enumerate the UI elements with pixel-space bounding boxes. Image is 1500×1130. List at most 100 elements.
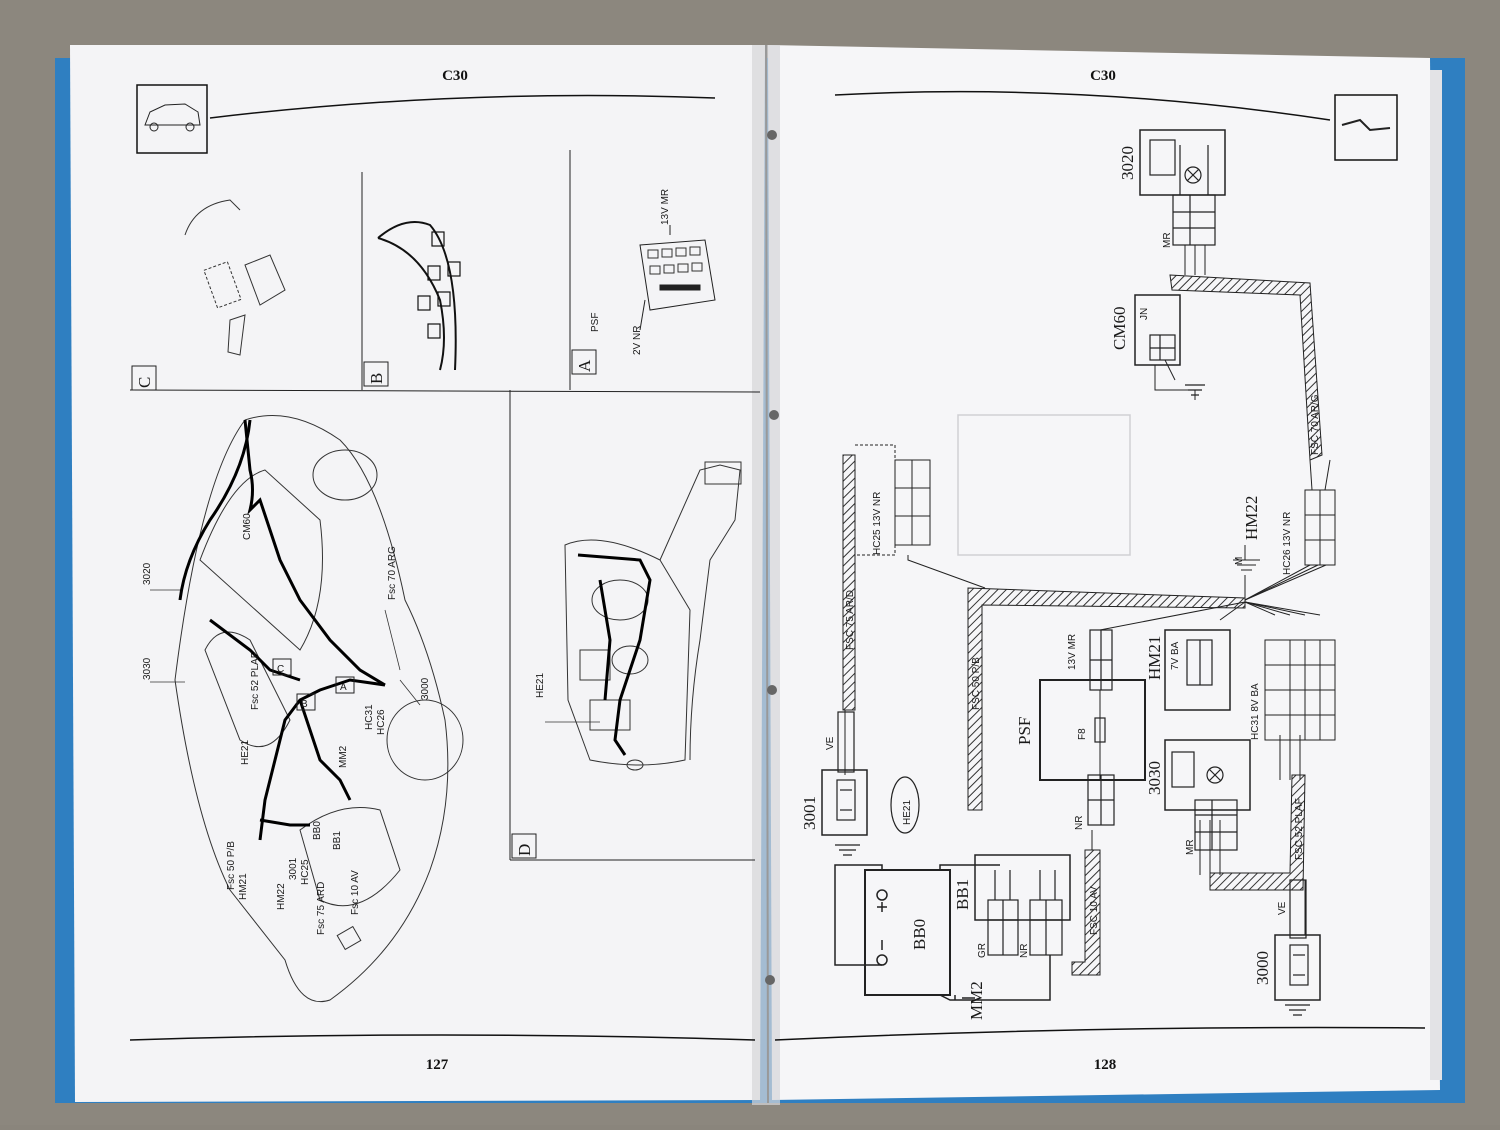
wire-color: M xyxy=(1234,557,1245,565)
component-3001 xyxy=(821,711,868,856)
component-3030 xyxy=(1164,739,1251,851)
wire-color: VE xyxy=(825,736,836,750)
connector-hc31 xyxy=(1264,639,1336,741)
connector-thumbnail-frame xyxy=(1334,94,1398,161)
fuse-label: F8 xyxy=(1077,728,1088,740)
inset-d-label: HE21 xyxy=(535,673,546,698)
car-label: MM2 xyxy=(338,745,349,768)
component-bb0-battery xyxy=(834,864,1051,1001)
car-label: 3000 xyxy=(420,677,431,700)
binding-hole xyxy=(767,130,777,140)
connector-hc25 xyxy=(855,444,931,556)
svg-text:C: C xyxy=(277,664,284,675)
car-label: HC25 xyxy=(300,859,311,885)
car-label: 3001 xyxy=(288,857,299,880)
harness-bundles xyxy=(842,274,1323,976)
wire-color: MR xyxy=(1162,232,1173,248)
car-label: BB1 xyxy=(332,831,343,850)
left-page-number: 127 xyxy=(425,1057,449,1073)
inset-letter: C xyxy=(135,377,154,388)
binding-hole xyxy=(767,685,777,695)
connector-label: HC31 8V BA xyxy=(1250,683,1261,740)
wire-color: JN xyxy=(1139,308,1150,320)
inset-b-drawing xyxy=(377,221,461,371)
inset-a-label: 13V MR xyxy=(660,189,671,225)
wire-color: MR xyxy=(1185,839,1196,855)
harness-label: FSC 75 AR/D xyxy=(845,590,856,650)
car-label: Fsc 10 AV xyxy=(350,870,361,915)
harness-fsc10 xyxy=(1071,849,1101,976)
component-label: 3000 xyxy=(1253,951,1272,985)
car-thumbnail-frame xyxy=(136,84,208,154)
component-label: MM2 xyxy=(967,981,986,1020)
left-section-title: C30 xyxy=(442,68,468,84)
harness-label: FSC 50 P/B xyxy=(971,657,982,710)
connector-hc26 xyxy=(1304,489,1336,566)
component-label: 3001 xyxy=(800,796,819,830)
inset-divider xyxy=(129,389,761,393)
component-label: HM22 xyxy=(1242,496,1261,540)
car-label: HC26 xyxy=(376,709,387,735)
car-label: HC31 xyxy=(364,704,375,730)
component-bb1 xyxy=(974,854,1071,956)
inset-letter: D xyxy=(515,844,534,856)
svg-text:B: B xyxy=(301,699,308,710)
car-label: Fsc 50 P/B xyxy=(226,841,237,890)
car-thumbnail-icon xyxy=(144,103,201,126)
car-label: CM60 xyxy=(242,513,253,540)
inset-a-fusebox xyxy=(639,225,716,331)
component-3020 xyxy=(1139,129,1226,246)
component-label: 3020 xyxy=(1118,146,1137,180)
wire-color: NR xyxy=(1074,816,1085,830)
right-page xyxy=(768,45,1440,1100)
component-label: HM21 xyxy=(1145,636,1164,680)
component-label: BB0 xyxy=(910,919,929,950)
right-page-header xyxy=(834,90,1398,161)
harness-label: FSC 52 PLAF xyxy=(1294,798,1305,860)
car-label: HE21 xyxy=(240,740,251,765)
inset-letter: A xyxy=(575,359,594,372)
car-label: BB0 xyxy=(312,821,323,840)
car-label: Fsc 70 ARG xyxy=(387,546,398,600)
left-page xyxy=(70,45,765,1102)
ground-hm22 xyxy=(1233,545,1260,571)
component-label: BB1 xyxy=(953,879,972,910)
connector-label: 7V BA xyxy=(1170,641,1181,670)
component-he21 xyxy=(890,776,920,834)
right-page-number: 128 xyxy=(1093,1057,1117,1073)
car-label: Fsc 75 ARD xyxy=(316,882,327,935)
wires xyxy=(844,245,1331,935)
component-hm21 xyxy=(1164,629,1231,711)
car-label: 3020 xyxy=(142,562,153,585)
component-label: HE21 xyxy=(902,800,913,825)
component-cm60 xyxy=(1134,294,1205,396)
component-label: CM60 xyxy=(1110,307,1129,350)
right-section-title: C30 xyxy=(1090,68,1116,84)
inset-a-label: PSF xyxy=(590,313,601,332)
binding-hole xyxy=(765,975,775,985)
harness-label: FSC 10 AV xyxy=(1089,886,1100,935)
inset-c-drawing xyxy=(184,199,286,356)
component-label: PSF xyxy=(1015,717,1034,745)
binding-hole xyxy=(769,410,779,420)
harness-label: FSC 70 AR/G xyxy=(1310,394,1321,455)
car-label: Fsc 52 PLAF xyxy=(250,652,261,710)
inset-letter: B xyxy=(367,373,386,384)
car-label: 3030 xyxy=(142,657,153,680)
component-3000 xyxy=(1274,879,1321,1016)
car-label: HM22 xyxy=(276,883,287,910)
connector-label: HC25 13V NR xyxy=(872,492,883,555)
svg-text:A: A xyxy=(340,682,347,693)
harness-fsc52 xyxy=(1209,774,1306,891)
connector-label: 13V MR xyxy=(1067,634,1078,670)
wire-color: NR xyxy=(1019,944,1030,958)
component-psf xyxy=(1039,629,1146,826)
component-label: 3030 xyxy=(1145,761,1164,795)
connector-thumbnail-icon xyxy=(1341,118,1391,132)
car-labels: 3020 3030 CM60 Fsc 70 ARG Fsc 52 PLAF HE… xyxy=(142,513,431,935)
car-harness xyxy=(178,419,386,841)
harness-fsc75 xyxy=(842,454,856,711)
left-page-header xyxy=(136,84,716,154)
